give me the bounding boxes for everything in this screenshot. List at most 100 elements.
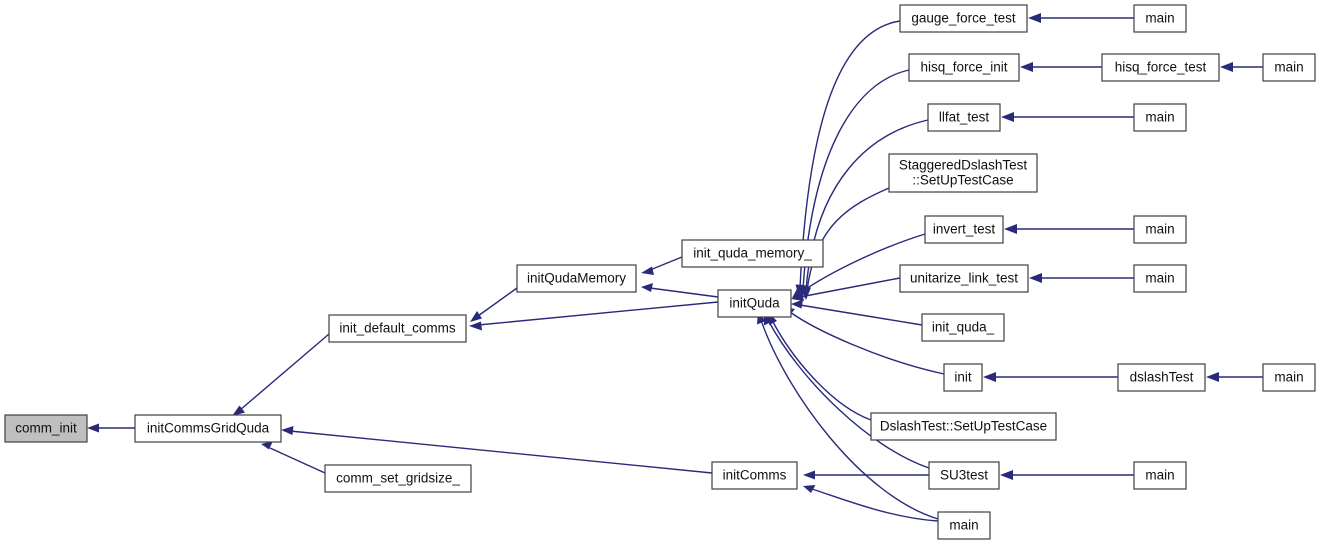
node-box[interactable] (711, 461, 798, 490)
node-label: comm_set_gridsize_ (336, 470, 460, 485)
node-box[interactable] (328, 314, 467, 343)
node-gauge_force_test[interactable]: gauge_force_test (899, 4, 1028, 33)
node-init[interactable]: init (943, 363, 983, 392)
arrowhead-icon (791, 299, 803, 309)
node-label: initCommsGridQuda (147, 420, 270, 435)
call-edge-main_su3-to-SU3test (1000, 470, 1134, 480)
node-SU3test[interactable]: SU3test (928, 461, 1000, 490)
node-main_unitarize[interactable]: main (1133, 264, 1187, 293)
call-edge-hisq_force_test-to-hisq_force_init (1020, 62, 1102, 72)
node-init_quda_[interactable]: init_quda_ (921, 313, 1005, 342)
call-edge-main_gauge-to-gauge_force_test (1028, 13, 1134, 23)
edge-line (269, 447, 326, 474)
node-box[interactable] (1133, 461, 1187, 490)
node-dslashTest[interactable]: dslashTest (1117, 363, 1206, 392)
edge-line (799, 20, 901, 289)
node-label: SU3test (940, 467, 988, 482)
node-initComms[interactable]: initComms (711, 461, 798, 490)
node-init_quda_memory_[interactable]: init_quda_memory_ (681, 239, 824, 268)
node-box[interactable] (870, 412, 1057, 441)
node-box[interactable] (134, 414, 282, 443)
node-box[interactable] (937, 511, 991, 540)
arrowhead-icon (1028, 13, 1041, 23)
node-label: main (1145, 221, 1174, 236)
node-label: main (1145, 109, 1174, 124)
node-box[interactable] (4, 414, 88, 443)
node-initCommsGridQuda[interactable]: initCommsGridQuda (134, 414, 282, 443)
node-box[interactable] (888, 153, 1038, 193)
node-hisq_force_init[interactable]: hisq_force_init (908, 53, 1020, 82)
edge-line (767, 319, 930, 469)
arrowhead-icon (232, 405, 245, 416)
node-DslashTestSetUp[interactable]: DslashTest::SetUpTestCase (870, 412, 1057, 441)
node-box[interactable] (1133, 103, 1187, 132)
call-edge-dslashTest-to-init (983, 372, 1118, 382)
node-box[interactable] (1133, 4, 1187, 33)
node-label: main (949, 517, 978, 532)
node-main_invert[interactable]: main (1133, 215, 1187, 244)
call-edge-unitarize_link_test-to-initQuda (791, 277, 901, 301)
call-edge-main_hisq-to-hisq_force_test (1220, 62, 1263, 72)
node-hisq_force_test[interactable]: hisq_force_test (1101, 53, 1220, 82)
node-box[interactable] (681, 239, 824, 268)
node-unitarize_link_test[interactable]: unitarize_link_test (899, 264, 1029, 293)
node-box[interactable] (927, 103, 1001, 132)
arrowhead-icon (1029, 273, 1042, 283)
edge-line (811, 488, 939, 522)
node-label: init_quda_ (932, 319, 995, 334)
node-initQudaMemory[interactable]: initQudaMemory (516, 264, 637, 293)
arrowhead-icon (469, 321, 482, 331)
node-box[interactable] (324, 464, 472, 493)
edge-line (289, 430, 713, 474)
arrowhead-icon (791, 292, 804, 301)
node-box[interactable] (1117, 363, 1206, 392)
node-label: StaggeredDslashTest::SetUpTestCase (899, 157, 1028, 187)
node-main_bottom[interactable]: main (937, 511, 991, 540)
node-invert_test[interactable]: invert_test (924, 215, 1004, 244)
node-box[interactable] (899, 4, 1028, 33)
node-main_gauge[interactable]: main (1133, 4, 1187, 33)
node-main_dslash[interactable]: main (1262, 363, 1316, 392)
call-edge-main_bottom-to-initComms (803, 485, 939, 522)
arrowhead-icon (803, 470, 815, 480)
node-label: init_default_comms (339, 320, 456, 335)
node-init_default_comms[interactable]: init_default_comms (328, 314, 467, 343)
node-box[interactable] (1101, 53, 1220, 82)
arrowhead-icon (803, 485, 816, 493)
edge-line (649, 287, 719, 298)
node-main_hisq[interactable]: main (1262, 53, 1316, 82)
node-box[interactable] (921, 313, 1005, 342)
node-box[interactable] (908, 53, 1020, 82)
node-box[interactable] (943, 363, 983, 392)
node-llfat_test[interactable]: llfat_test (927, 103, 1001, 132)
arrowhead-icon (1001, 112, 1014, 122)
node-box[interactable] (1133, 264, 1187, 293)
node-box[interactable] (516, 264, 637, 293)
edge-line (477, 287, 518, 317)
node-box[interactable] (1133, 215, 1187, 244)
node-main_su3[interactable]: main (1133, 461, 1187, 490)
node-comm_init[interactable]: comm_init (4, 414, 88, 443)
node-label: hisq_force_init (920, 59, 1007, 74)
node-StaggeredDslashTest[interactable]: StaggeredDslashTest::SetUpTestCase (888, 153, 1038, 193)
call-edge-initQuda-to-init_default_comms (469, 301, 719, 331)
node-box[interactable] (717, 289, 792, 318)
node-label: hisq_force_test (1115, 59, 1207, 74)
node-label: init_quda_memory_ (693, 245, 812, 260)
node-comm_set_gridsize_[interactable]: comm_set_gridsize_ (324, 464, 472, 493)
node-initQuda[interactable]: initQuda (717, 289, 792, 318)
call-edge-DslashTestSetUp-to-initQuda (768, 312, 872, 421)
node-box[interactable] (899, 264, 1029, 293)
node-box[interactable] (1262, 53, 1316, 82)
edge-layer (87, 13, 1263, 522)
arrowhead-icon (1220, 62, 1233, 72)
node-box[interactable] (1262, 363, 1316, 392)
node-main_llfat[interactable]: main (1133, 103, 1187, 132)
node-box[interactable] (924, 215, 1004, 244)
edge-line (649, 256, 683, 271)
node-box[interactable] (928, 461, 1000, 490)
call-edge-main_llfat-to-llfat_test (1001, 112, 1134, 122)
node-label: main (1145, 270, 1174, 285)
arrowhead-icon (470, 311, 482, 322)
